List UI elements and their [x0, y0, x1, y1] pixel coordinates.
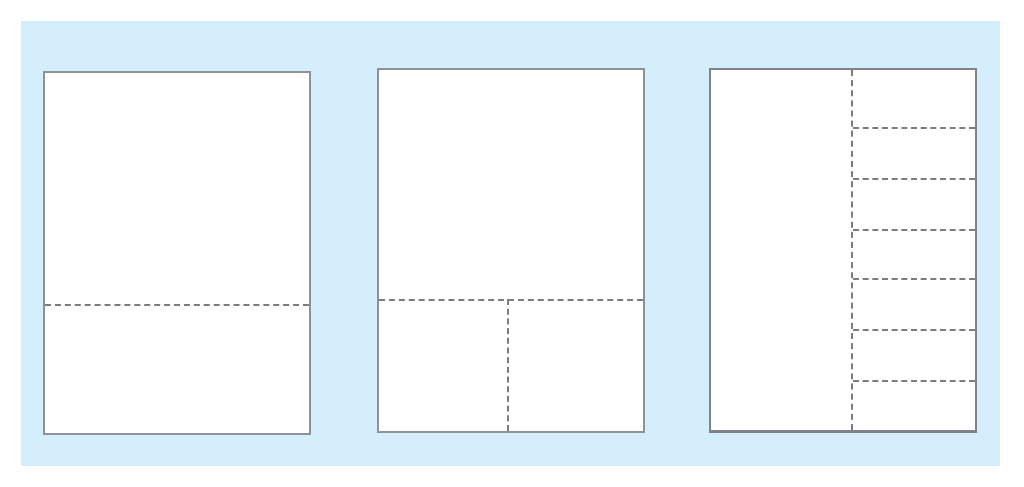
strip-perforation-3: [853, 229, 975, 231]
strip-perforation-2: [853, 178, 975, 180]
horizontal-perforation: [45, 304, 309, 306]
horizontal-perforation: [379, 299, 643, 301]
sheet-half-split: [43, 71, 311, 435]
diagram-background: [21, 21, 1000, 466]
strip-perforation-4: [853, 278, 975, 280]
sheet-three-part: [377, 68, 645, 433]
vertical-perforation: [851, 70, 853, 430]
vertical-perforation: [507, 299, 509, 431]
strip-perforation-5: [853, 329, 975, 331]
strip-perforation-1: [853, 127, 975, 129]
sheet-side-strips: [709, 68, 977, 433]
strip-perforation-6: [853, 380, 975, 382]
